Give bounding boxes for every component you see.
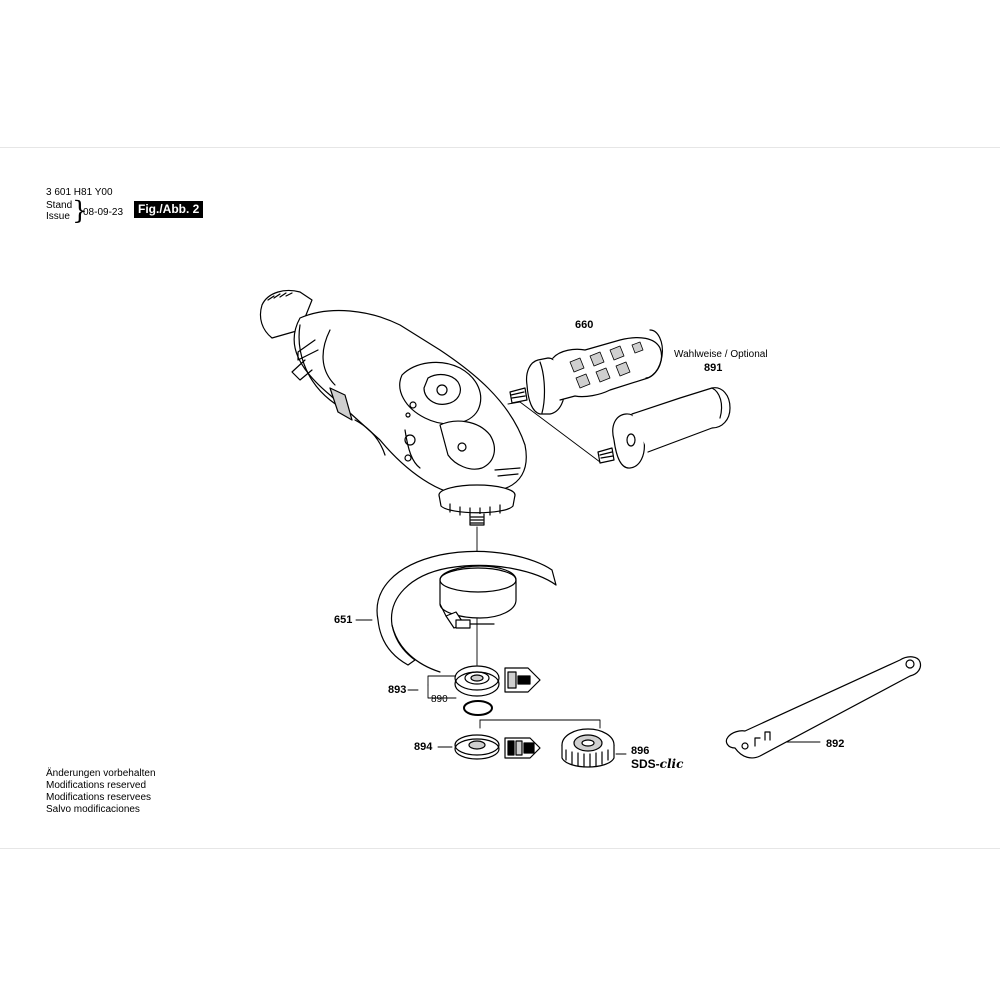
part-label-896: 896 [631,745,650,757]
brace-icon: } [72,196,88,225]
part-label-892: 892 [826,738,845,750]
footer-note-fr: Modifications reservees [46,792,152,803]
optional-note: Wahlweise / Optional [674,349,768,360]
sds-prefix: SDS- [631,757,660,771]
part-number: 3 601 H81 Y00 [46,187,113,198]
ring-890 [463,700,493,716]
part-label-660: 660 [575,319,594,331]
angle-grinder [259,289,527,666]
top-rule [0,147,1000,148]
handle-891 [597,387,731,469]
figure-badge: Fig./Abb. 2 [134,201,204,218]
sds-clic-logo: SDS-clic [631,757,683,771]
handle-660 [509,329,663,415]
footer-note-de: Änderungen vorbehalten [46,768,156,779]
part-label-890: 890 [431,694,448,705]
footer-note-es: Salvo modificaciones [46,804,140,815]
part-label-893: 893 [388,684,407,696]
stand-label: Stand [46,200,73,211]
issue-label: Issue [46,211,70,222]
guard-651 [376,550,557,673]
flange-893 [454,665,541,697]
quick-nut-896 [561,728,615,768]
footer-note-en: Modifications reserved [46,780,147,791]
sds-suffix: clic [659,757,684,771]
part-label-651: 651 [334,614,353,626]
part-label-891: 891 [704,362,723,374]
part-label-894: 894 [414,741,433,753]
bottom-rule [0,848,1000,849]
issue-date: 08-09-23 [83,207,124,218]
nut-894 [454,734,541,760]
spanner-892 [725,656,922,759]
